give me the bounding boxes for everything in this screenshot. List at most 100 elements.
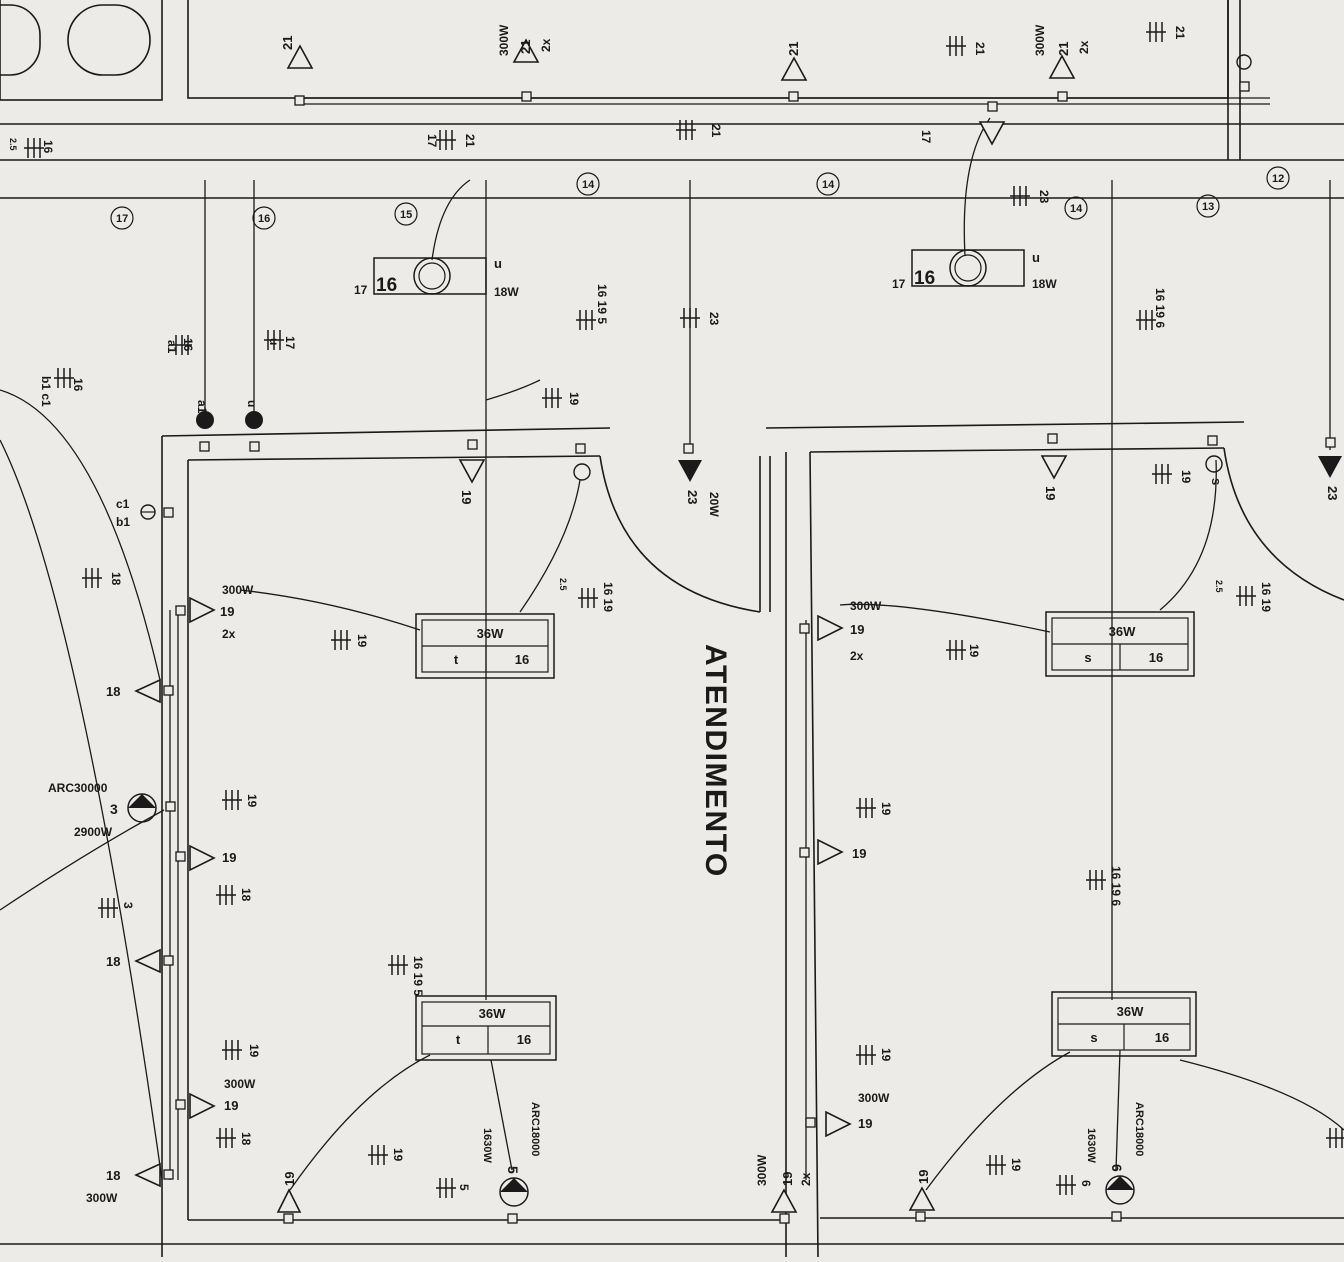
label-21: 21 [280,36,295,50]
ac-circuit: 5 [505,1166,521,1174]
label-300w: 300W [858,1091,890,1105]
wire-label: 18 [239,888,253,902]
air-conditioner: ARC30000 3 2900W [48,781,157,839]
label-19: 19 [852,846,866,861]
ac-model: ARC18000 [1133,1102,1145,1156]
wire-label: 16 [181,338,195,352]
wire-label: 16 19 5 [595,284,609,324]
luminaire-power: 36W [1117,1004,1144,1019]
label-300w: 300W [224,1077,256,1091]
air-conditioner: ARC18000 5 1630W [481,1102,541,1207]
wire-label: 19 [247,1044,261,1058]
label-19: 19 [224,1098,238,1113]
ceiling-light-circuit: 16 [914,268,935,289]
label-2x: 2x [539,38,553,52]
ceiling-light-power: 18W [1032,277,1057,291]
label-19: 19 [858,1116,872,1131]
circuit-tag: 13 [1202,201,1214,213]
wire-label: 19 [967,644,981,658]
ac-power: 2900W [74,825,113,839]
wire-label: 23 [1037,190,1051,204]
label-23: 23 [685,490,700,504]
wire-label: u [267,338,281,345]
luminaire-power: 36W [1109,624,1136,639]
switch-label-s: s [1209,478,1224,485]
outlet-symbols [134,38,1076,1213]
label-300w: 300W [86,1191,118,1205]
wire-label: 21 [973,42,987,56]
wire-label: 5 [457,1184,471,1191]
switch-label-b1: b1 [116,515,130,529]
label-2x: 2x [850,649,864,663]
switch-label-c1: c1 [116,497,130,511]
wire-label: 23 [707,312,721,326]
wire-label: 19 [245,794,259,808]
label-19: 19 [916,1170,931,1184]
label-18: 18 [106,1168,120,1183]
wire-label: 16 19 [1259,582,1273,612]
wire-label: a1 [195,400,209,414]
wire-label: 16 19 5 [411,956,425,996]
label-20w: 20W [707,492,721,517]
circuit-tag: 15 [400,209,412,221]
label-300w: 300W [755,1154,769,1186]
label-23: 23 [1325,486,1340,500]
label-2x: 2x [799,1172,813,1186]
junction-boxes [163,81,1336,1224]
label-21: 21 [1056,42,1071,56]
circuit-tag: 16 [258,213,270,225]
ceiling-light-prefix: 17 [892,277,906,291]
wire-label: 17 [919,130,933,144]
wire-label: 19 [391,1148,405,1162]
wire-gauge: 2.5 [558,578,568,591]
label-2x: 2x [1077,40,1091,54]
label-19: 19 [1043,486,1058,500]
label-300w: 300W [850,599,882,613]
label-18: 18 [106,684,120,699]
circuit-tag: 14 [1070,203,1083,215]
wire-label: b1 c1 [39,376,53,407]
ac-model: ARC30000 [48,781,108,795]
wire-label: 16 19 6 [1153,288,1167,328]
wire-label: 21 [1173,26,1187,40]
wire-label: 19 [1179,470,1193,484]
wire-label: u [245,400,259,407]
wire-annotations: 16 16 a1 17 u a1 u 16 b1 c1 21 21 21 21 … [8,26,1273,1191]
label-2x: 2x [222,627,236,641]
ceiling-light-switch: u [1032,250,1040,265]
wire-label: 16 19 [601,582,615,612]
wire-gauge: 2.5 [1214,580,1224,593]
wire-label: 18 [109,572,123,586]
luminaire-switch: t [454,652,459,667]
luminaire-switch: t [456,1032,461,1047]
device-labels: 18 18 18 300W 300W 19 2x 19 19 300W 300W… [86,24,1340,1205]
wire-label: 19 [879,1048,893,1062]
wire-label: 19 [1009,1158,1023,1172]
wire-label: 21 [463,134,477,148]
circuit-tag: 14 [822,179,835,191]
wire-label: 3 [121,902,135,909]
label-19: 19 [850,622,864,637]
wire-label: 16 19 6 [1109,866,1123,906]
luminaire: 36W t 16 [415,613,555,679]
label-19: 19 [220,604,234,619]
wire-label: 18 [239,1132,253,1146]
label-19: 19 [459,490,474,504]
ceiling-light-switch: u [494,256,502,271]
ac-circuit: 3 [110,801,118,817]
air-conditioner: ARC18000 6 1630W [1085,1102,1145,1205]
luminaire-power: 36W [477,626,504,641]
luminaire-circuit: 16 [515,652,529,667]
luminaire-circuit: 16 [1149,650,1163,665]
wire-label: 16 [71,378,85,392]
wire-label: 17 [425,134,439,148]
luminaire-switch: s [1090,1030,1097,1045]
wire-label: 19 [879,802,893,816]
luminaire: 36W t 16 [415,995,557,1061]
luminaire: 36W s 16 [1045,611,1195,677]
label-19: 19 [222,850,236,865]
wire-label: 17 [283,336,297,350]
